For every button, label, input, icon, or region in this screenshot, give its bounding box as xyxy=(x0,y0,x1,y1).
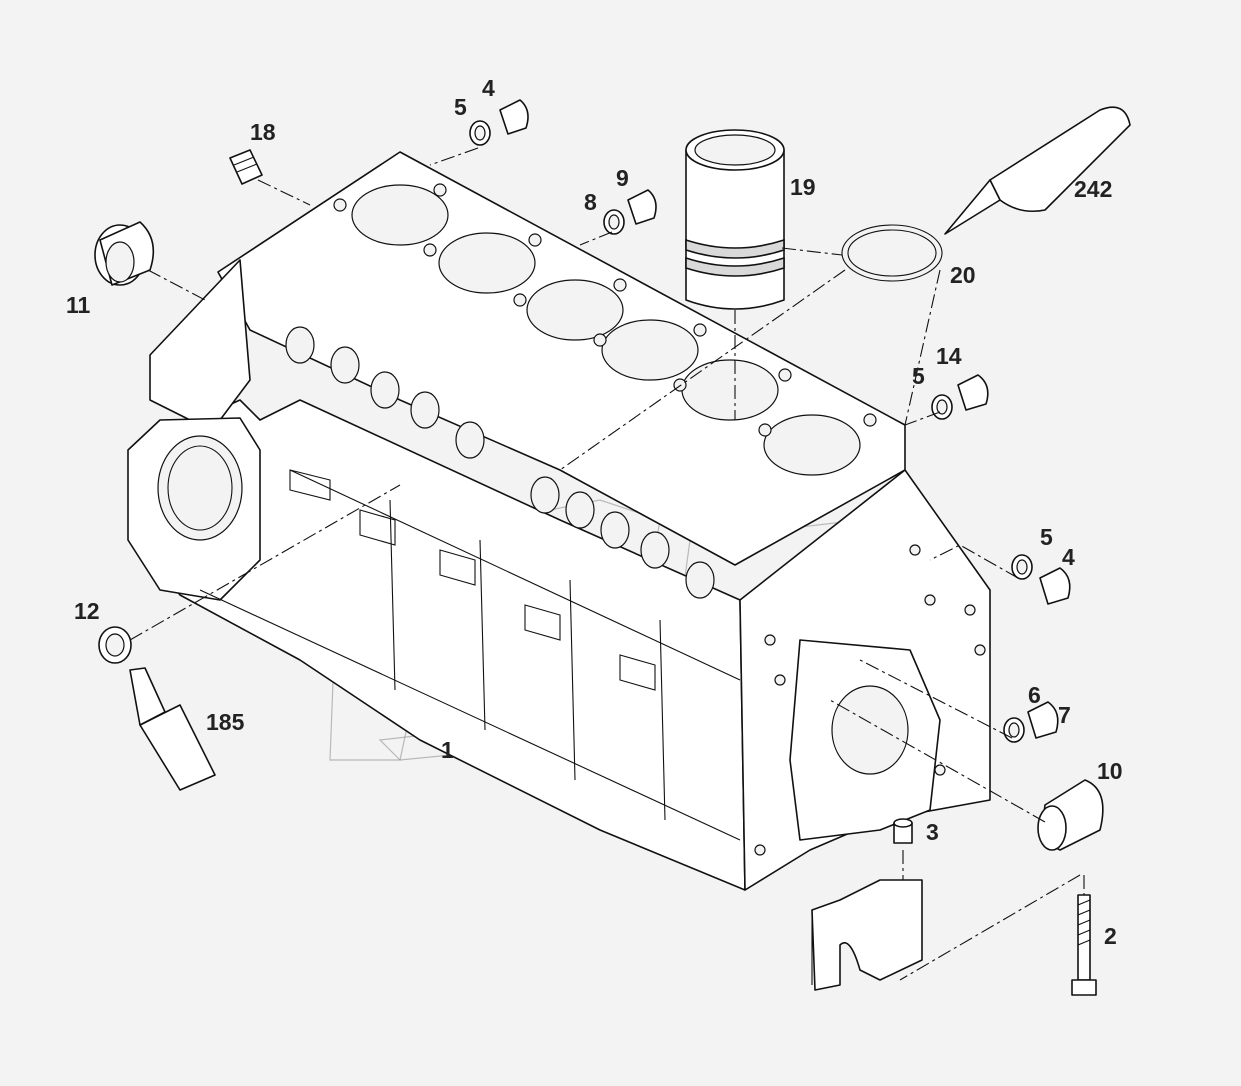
callout-6: 6 xyxy=(1028,682,1041,708)
washer-5-mid xyxy=(931,394,953,420)
callout-1: 1 xyxy=(441,737,454,763)
callout-5-top: 5 xyxy=(454,94,467,120)
callout-5-mid: 5 xyxy=(912,363,925,389)
engine-block xyxy=(127,151,991,891)
callout-185: 185 xyxy=(206,709,245,735)
plug-14 xyxy=(957,374,989,411)
dowel-sleeve-3 xyxy=(893,818,913,844)
callout-2: 2 xyxy=(1104,923,1117,949)
callout-4-top: 4 xyxy=(482,75,495,101)
bearing-cap-bolt-2 xyxy=(1071,894,1097,996)
callout-12: 12 xyxy=(74,598,100,624)
liner-o-ring xyxy=(841,224,943,282)
callouts: 1 2 3 4 4 5 5 5 6 7 8 9 10 11 12 14 18 1… xyxy=(66,75,1123,949)
callout-4-right: 4 xyxy=(1062,544,1075,570)
plug-18 xyxy=(229,149,263,185)
callout-11: 11 xyxy=(66,292,91,318)
bearing-sleeve-10 xyxy=(1037,779,1104,851)
sealant-bottle-185 xyxy=(129,667,216,791)
bearing-sleeve-12 xyxy=(98,626,132,664)
washer-5-top xyxy=(469,120,491,146)
callout-19: 19 xyxy=(790,174,816,200)
callout-7: 7 xyxy=(1058,702,1071,728)
plug-4-top xyxy=(499,99,529,135)
callout-5-right: 5 xyxy=(1040,524,1053,550)
callout-20: 20 xyxy=(950,262,976,288)
plug-7 xyxy=(1027,701,1059,739)
leader-lines xyxy=(129,147,1085,981)
washer-5-right xyxy=(1011,554,1033,580)
sealant-tube-242 xyxy=(944,106,1131,235)
callout-14: 14 xyxy=(936,343,962,369)
callout-9: 9 xyxy=(616,165,629,191)
callout-242: 242 xyxy=(1074,176,1112,202)
plug-9 xyxy=(627,189,657,225)
callout-18: 18 xyxy=(250,119,276,145)
washer-8 xyxy=(603,209,625,235)
callout-8: 8 xyxy=(584,189,597,215)
cylinder-liner xyxy=(685,129,785,310)
callout-3: 3 xyxy=(926,819,939,845)
plug-4-right xyxy=(1039,567,1071,605)
bearing-sleeve-11 xyxy=(94,221,155,286)
main-bearing-cap xyxy=(811,879,923,991)
callout-10: 10 xyxy=(1097,758,1123,784)
washer-6 xyxy=(1003,717,1025,743)
